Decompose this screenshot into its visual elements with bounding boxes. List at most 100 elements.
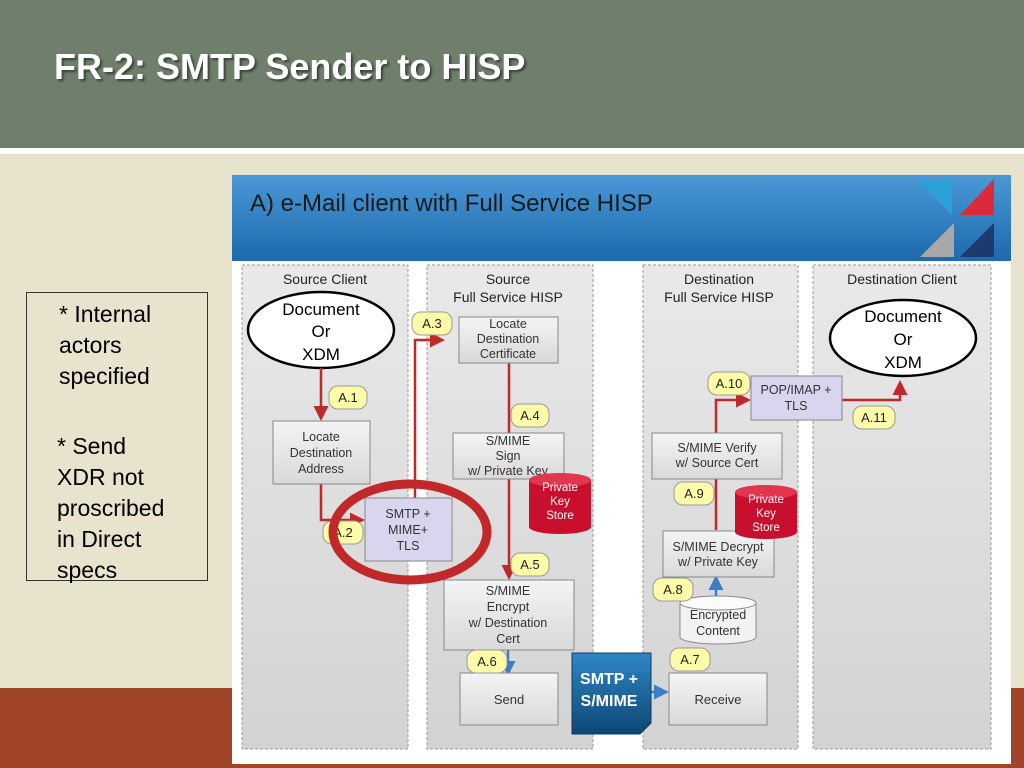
store-label: Key <box>756 508 776 520</box>
box-label: Certificate <box>480 347 536 361</box>
step-badge-a3: A.3 <box>411 311 453 336</box>
box-label: Sign <box>495 449 520 463</box>
flow-diagram: A) e-Mail client with Full Service HISP … <box>232 175 1011 764</box>
store-label: Store <box>752 522 780 534</box>
svg-text:A.11: A.11 <box>861 410 887 425</box>
step-badge-a4: A.4 <box>510 403 550 428</box>
document-source-label: XDM <box>302 345 340 364</box>
step-badge-a10: A.10 <box>707 371 751 396</box>
logo-icon <box>918 179 994 257</box>
transport-smtp-smime: SMTP + S/MIME <box>571 652 652 735</box>
step-badge-a9: A.9 <box>673 481 715 506</box>
slide-header: FR-2: SMTP Sender to HISP <box>0 0 1024 148</box>
box-smtp-mime-tls: SMTP + MIME+ TLS <box>364 497 453 562</box>
store-private-key-dest: Private Key Store <box>735 485 797 539</box>
step-badge-a1: A.1 <box>328 385 368 410</box>
note-line: proscribed <box>57 495 165 521</box>
step-badge-a7: A.7 <box>669 647 711 672</box>
box-label: Address <box>298 462 344 476</box>
box-label: w/ Destination <box>468 616 548 630</box>
svg-text:A.8: A.8 <box>663 582 683 597</box>
box-receive: Receive <box>668 672 768 726</box>
box-label: SMTP + <box>385 507 430 521</box>
header-divider <box>0 148 1024 154</box>
box-smime-verify: S/MIME Verify w/ Source Cert <box>651 432 783 480</box>
box-label: Cert <box>496 632 520 646</box>
box-locate-certificate: Locate Destination Certificate <box>458 316 559 364</box>
box-label: Send <box>494 692 524 707</box>
box-locate-address: Locate Destination Address <box>272 420 371 485</box>
lane-title: Source <box>486 271 531 287</box>
lane-title: Destination Client <box>847 271 957 287</box>
svg-text:A.1: A.1 <box>338 390 358 405</box>
lane-title: Destination <box>684 271 754 287</box>
store-label: Content <box>696 624 740 638</box>
note-line: specs <box>57 557 118 583</box>
box-label: Receive <box>695 692 742 707</box>
box-label: w/ Private Key <box>677 555 759 569</box>
svg-text:A.3: A.3 <box>422 316 442 331</box>
lane-title: Source Client <box>283 271 367 287</box>
note-internal-actors: * Internal actors specified <box>59 299 151 392</box>
document-dest-oval <box>828 298 978 378</box>
svg-text:A.6: A.6 <box>477 654 497 669</box>
notes-box: * Internal actors specified * Send XDR n… <box>26 292 208 583</box>
step-badge-a5: A.5 <box>510 552 550 577</box>
box-label: Destination <box>477 332 540 346</box>
diagram-banner <box>232 175 1011 261</box>
svg-text:A.5: A.5 <box>520 557 540 572</box>
box-label: S/MIME <box>486 584 530 598</box>
step-badge-a11: A.11 <box>852 405 896 430</box>
svg-text:A.4: A.4 <box>520 408 540 423</box>
note-line: specified <box>59 363 150 389</box>
lane-title: Full Service HISP <box>664 289 774 305</box>
box-label: S/MIME Decrypt <box>673 540 765 554</box>
box-send: Send <box>459 672 559 726</box>
box-label: S/MIME <box>486 434 530 448</box>
store-label: Private <box>748 494 784 506</box>
box-label: MIME+ <box>388 523 428 537</box>
svg-text:A.7: A.7 <box>680 652 700 667</box>
box-smime-decrypt: S/MIME Decrypt w/ Private Key <box>662 530 775 578</box>
box-label: TLS <box>397 539 420 553</box>
box-label: Locate <box>302 430 340 444</box>
box-label: S/MIME Verify <box>677 441 757 455</box>
box-smime-encrypt: S/MIME Encrypt w/ Destination Cert <box>443 579 575 651</box>
flow-diagram-svg: A) e-Mail client with Full Service HISP … <box>232 175 1011 764</box>
slide-title: FR-2: SMTP Sender to HISP <box>54 46 526 87</box>
note-line: XDR not <box>57 464 144 490</box>
diagram-heading: A) e-Mail client with Full Service HISP <box>250 190 653 217</box>
box-label: TLS <box>785 399 808 413</box>
transport-label: SMTP + <box>580 671 638 688</box>
note-line: * Send <box>57 433 127 459</box>
store-label: Store <box>546 510 574 522</box>
note-line: in Direct <box>57 526 142 552</box>
step-badge-a8: A.8 <box>652 577 694 602</box>
note-line: * Internal <box>59 301 152 327</box>
store-encrypted-content: Encrypted Content <box>679 595 757 645</box>
lane-title: Full Service HISP <box>453 289 563 305</box>
box-label: Locate <box>489 317 527 331</box>
box-label: Destination <box>290 446 353 460</box>
step-badge-a6: A.6 <box>466 649 508 674</box>
box-label: POP/IMAP + <box>761 383 832 397</box>
box-label: w/ Source Cert <box>675 456 759 470</box>
box-smime-sign: S/MIME Sign w/ Private Key <box>452 432 565 480</box>
box-pop-imap: POP/IMAP + TLS <box>750 375 843 421</box>
document-dest-label: XDM <box>884 353 922 372</box>
store-label: Key <box>550 496 570 508</box>
note-send-xdr: * Send XDR not proscribed in Direct spec… <box>57 431 164 586</box>
transport-label: S/MIME <box>581 693 638 710</box>
box-label: w/ Private Key <box>467 464 549 478</box>
document-dest-label: Or <box>894 330 913 349</box>
svg-text:A.2: A.2 <box>333 525 353 540</box>
document-dest-label: Document <box>864 307 942 326</box>
note-line: actors <box>59 332 122 358</box>
svg-text:A.9: A.9 <box>684 486 704 501</box>
store-label: Private <box>542 482 578 494</box>
document-source-label: Document <box>282 300 360 319</box>
document-source-label: Or <box>312 322 331 341</box>
box-label: Encrypt <box>487 600 530 614</box>
store-private-key-source: Private Key Store <box>529 473 591 534</box>
highlight-ring <box>328 479 492 585</box>
